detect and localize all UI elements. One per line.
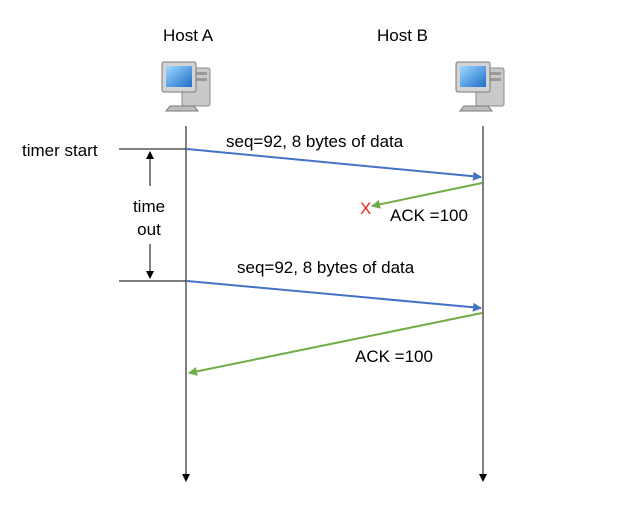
message-4-label: ACK =100 xyxy=(355,347,433,366)
message-3-arrow xyxy=(186,280,482,312)
message-3-label: seq=92, 8 bytes of data xyxy=(237,258,415,277)
message-4-arrow xyxy=(188,312,483,376)
message-2-label: ACK =100 xyxy=(390,206,468,225)
host-b-label: Host B xyxy=(377,26,429,45)
message-2-arrow xyxy=(371,182,483,209)
host-a-computer-icon xyxy=(161,61,211,112)
timer-start-label: timer start xyxy=(22,141,98,160)
timeout-label-line1: time xyxy=(132,197,166,216)
message-1-arrow xyxy=(186,148,482,181)
message-1-label: seq=92, 8 bytes of data xyxy=(226,132,404,151)
timeout-label: time out xyxy=(128,195,170,241)
host-b-computer-icon xyxy=(455,61,505,112)
host-a-label: Host A xyxy=(163,26,214,45)
packet-loss-marker: X xyxy=(360,199,372,218)
timeout-label-line2: out xyxy=(137,220,161,239)
